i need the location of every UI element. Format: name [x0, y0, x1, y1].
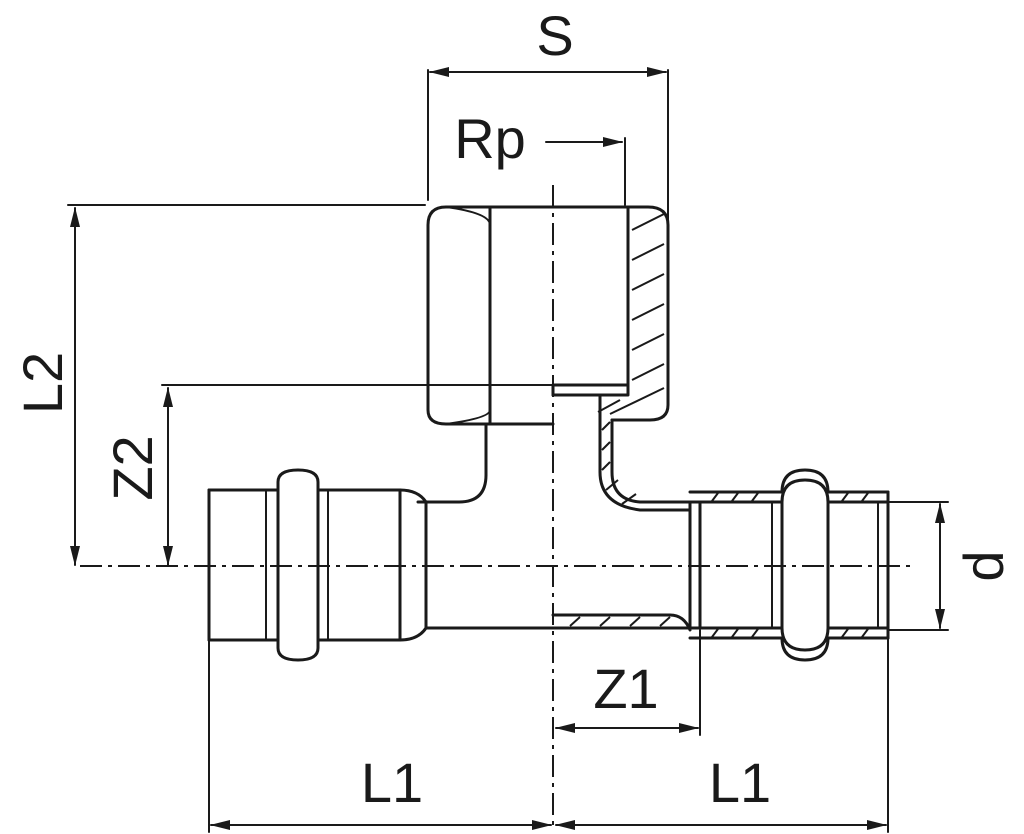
- dimension-l2: L2: [11, 204, 426, 566]
- dimension-l1-left-label: L1: [361, 751, 423, 814]
- socket-hatching: [711, 492, 869, 638]
- dimension-l2-label: L2: [11, 352, 74, 414]
- dimension-rp-label: Rp: [454, 107, 526, 170]
- dimension-l1-left: L1: [208, 639, 552, 833]
- dimension-s: S: [427, 4, 669, 391]
- socket-wall-hatching: [597, 213, 665, 415]
- dimension-l1-right-label: L1: [709, 751, 771, 814]
- dimension-z2-label: Z2: [101, 435, 164, 500]
- dimension-z1-label: Z1: [593, 657, 658, 720]
- dimension-z2: Z2: [101, 384, 619, 566]
- fitting-section-view: [551, 205, 890, 662]
- dimension-d-label: d: [952, 550, 1015, 581]
- dimension-s-label: S: [536, 4, 573, 67]
- neck-wall-hatching: [601, 421, 637, 505]
- lower-wall-hatching: [569, 616, 671, 627]
- dimension-l1-right: L1: [555, 629, 889, 833]
- dimension-z1: Z1: [555, 629, 701, 736]
- fitting-external-view: [207, 205, 555, 662]
- dimension-rp: Rp: [454, 107, 626, 206]
- dimension-d: d: [887, 501, 1015, 631]
